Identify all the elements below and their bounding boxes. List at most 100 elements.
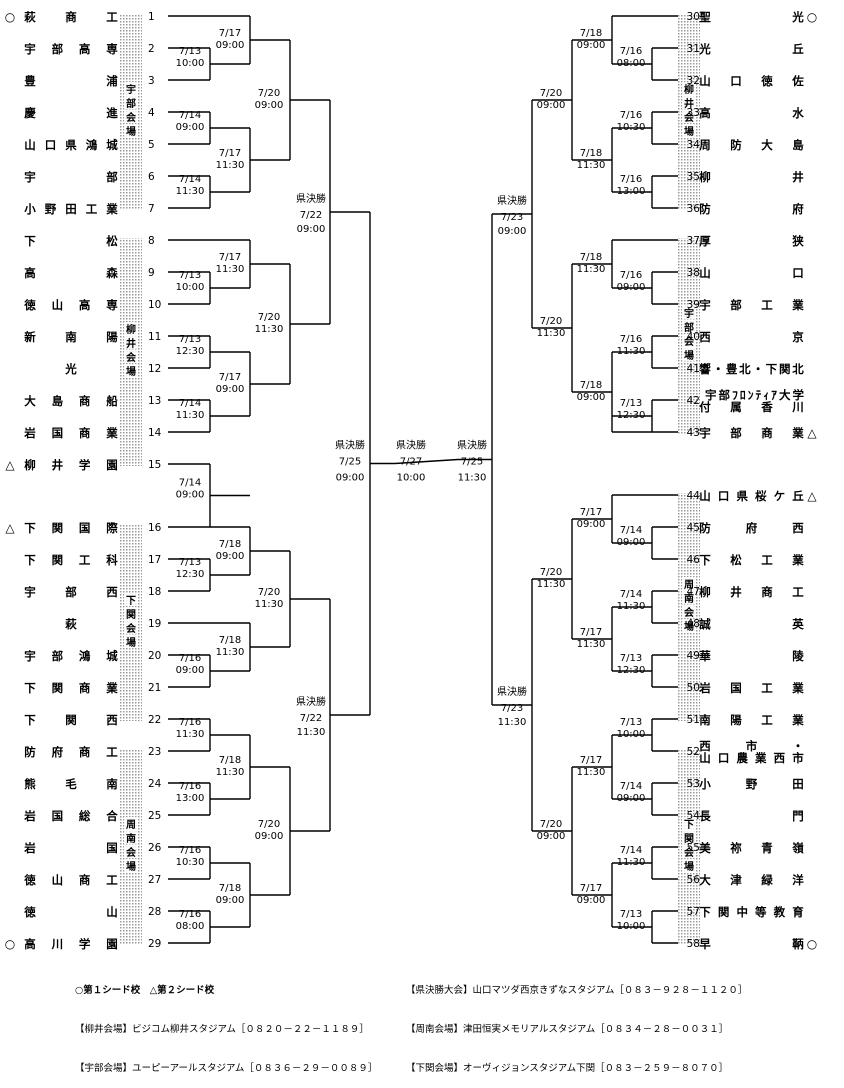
- venue-char: 柳: [126, 323, 136, 336]
- team-char: 口: [718, 751, 730, 765]
- team-34: 周防大島: [699, 138, 804, 152]
- team-char: 関: [52, 681, 64, 695]
- team-char: 鴻: [79, 649, 91, 663]
- round-title: 県決勝: [497, 685, 527, 698]
- team-24: 熊毛南: [24, 777, 118, 791]
- match-date: 7/17: [580, 755, 602, 766]
- seed-number: 47: [687, 586, 700, 598]
- match-date: 7/23: [501, 212, 523, 223]
- seed-number: 29: [148, 938, 161, 950]
- venue-char-bg: [682, 110, 696, 123]
- team-char: 山: [24, 138, 36, 152]
- match-date: 7/17: [580, 883, 602, 894]
- seed-number: 23: [148, 746, 161, 758]
- match-time: 09:00: [216, 40, 245, 51]
- team-char: 萩: [23, 10, 36, 24]
- venue-strip-5: 宇部会場: [678, 238, 700, 434]
- team-char: 丘: [792, 42, 804, 56]
- match-time: 09:00: [297, 224, 326, 235]
- team-char: 工: [106, 745, 118, 759]
- seed-number: 27: [148, 874, 161, 886]
- team-53: 小野田: [698, 777, 804, 791]
- seed-number: 26: [148, 842, 162, 854]
- venue-char-bg: [124, 635, 138, 648]
- team-char: ケ: [774, 489, 786, 503]
- venue-char: 会: [126, 111, 136, 124]
- team-char: 国: [106, 841, 118, 855]
- venue-char: 場: [684, 860, 694, 873]
- seed-number: 2: [148, 43, 155, 55]
- team-char: 城: [106, 649, 118, 663]
- team-char: 西: [792, 521, 804, 535]
- team-58: 早鞆: [699, 937, 804, 951]
- team-char: 工: [106, 873, 118, 887]
- team-40: 西京: [699, 330, 804, 344]
- team-char: 徳: [23, 905, 36, 919]
- seed-number: 10: [148, 299, 161, 311]
- match-time: 11:30: [577, 767, 606, 778]
- seed-number: 4: [148, 107, 155, 119]
- match-time: 11:30: [617, 857, 646, 868]
- match-date: 7/22: [300, 210, 322, 221]
- team-char: 丘: [792, 489, 804, 503]
- team-55: 美祢青嶺: [699, 841, 804, 855]
- team-char: 商: [761, 426, 773, 440]
- team-char: 防: [699, 202, 711, 216]
- team-char: 業: [791, 553, 804, 567]
- seed-number: 13: [148, 395, 161, 407]
- seed-mark: ○: [807, 10, 817, 24]
- team-char: 下: [24, 681, 36, 695]
- team-char: 大: [761, 138, 773, 152]
- venue-char: 会: [684, 111, 694, 124]
- team-char: 岩: [698, 681, 711, 695]
- match-time: 11:30: [577, 264, 606, 275]
- match-time: 11:30: [577, 639, 606, 650]
- team-char: 光: [791, 10, 804, 24]
- team-char: 高: [699, 106, 711, 120]
- venue-char: 場: [126, 860, 136, 873]
- team-char: 国: [79, 521, 91, 535]
- team-char: 工: [86, 202, 98, 216]
- team-char: 山: [699, 266, 711, 280]
- match-date: 7/16: [620, 270, 642, 281]
- team-17: 下関工科: [24, 553, 118, 567]
- venue-strip-1: 柳井会場: [120, 238, 142, 466]
- seed-number: 42: [687, 395, 700, 407]
- team-char: 教: [773, 905, 786, 919]
- seed-number: 41: [687, 363, 700, 375]
- team-char: 狭: [791, 234, 804, 248]
- team-char: 商: [761, 585, 773, 599]
- venue-char-bg: [682, 845, 696, 858]
- team-46: 下松工業: [699, 553, 804, 567]
- team-char: 商: [79, 681, 91, 695]
- team-char: 英: [791, 617, 804, 631]
- seed-number: 6: [148, 171, 155, 183]
- seed-mark: ○: [5, 10, 15, 24]
- venue-char-bg: [682, 348, 696, 361]
- team-char: 工: [792, 585, 804, 599]
- team-char: 高: [24, 937, 36, 951]
- team-char: 岩: [23, 426, 36, 440]
- match-time: 11:30: [216, 767, 245, 778]
- seed-number: 3: [148, 75, 155, 87]
- team-11: 新南陽: [24, 330, 118, 344]
- seed-number: 54: [687, 810, 701, 822]
- team-char: 西: [774, 751, 786, 765]
- team-52-line2: 山口農業西市: [699, 751, 804, 765]
- team-char: 関: [779, 362, 791, 376]
- team-char: 高: [79, 298, 91, 312]
- match-time: 09:00: [617, 537, 646, 548]
- venue-char-bg: [682, 605, 696, 618]
- team-27: 徳山商工: [23, 873, 118, 887]
- team-char: 洋: [792, 873, 804, 887]
- team-char: 防: [699, 521, 711, 535]
- round-title: 県決勝: [396, 439, 426, 452]
- team-char: 華: [699, 649, 711, 663]
- team-char: 小: [698, 777, 711, 791]
- venue-char-bg: [124, 607, 138, 620]
- match-time: 11:30: [577, 160, 606, 171]
